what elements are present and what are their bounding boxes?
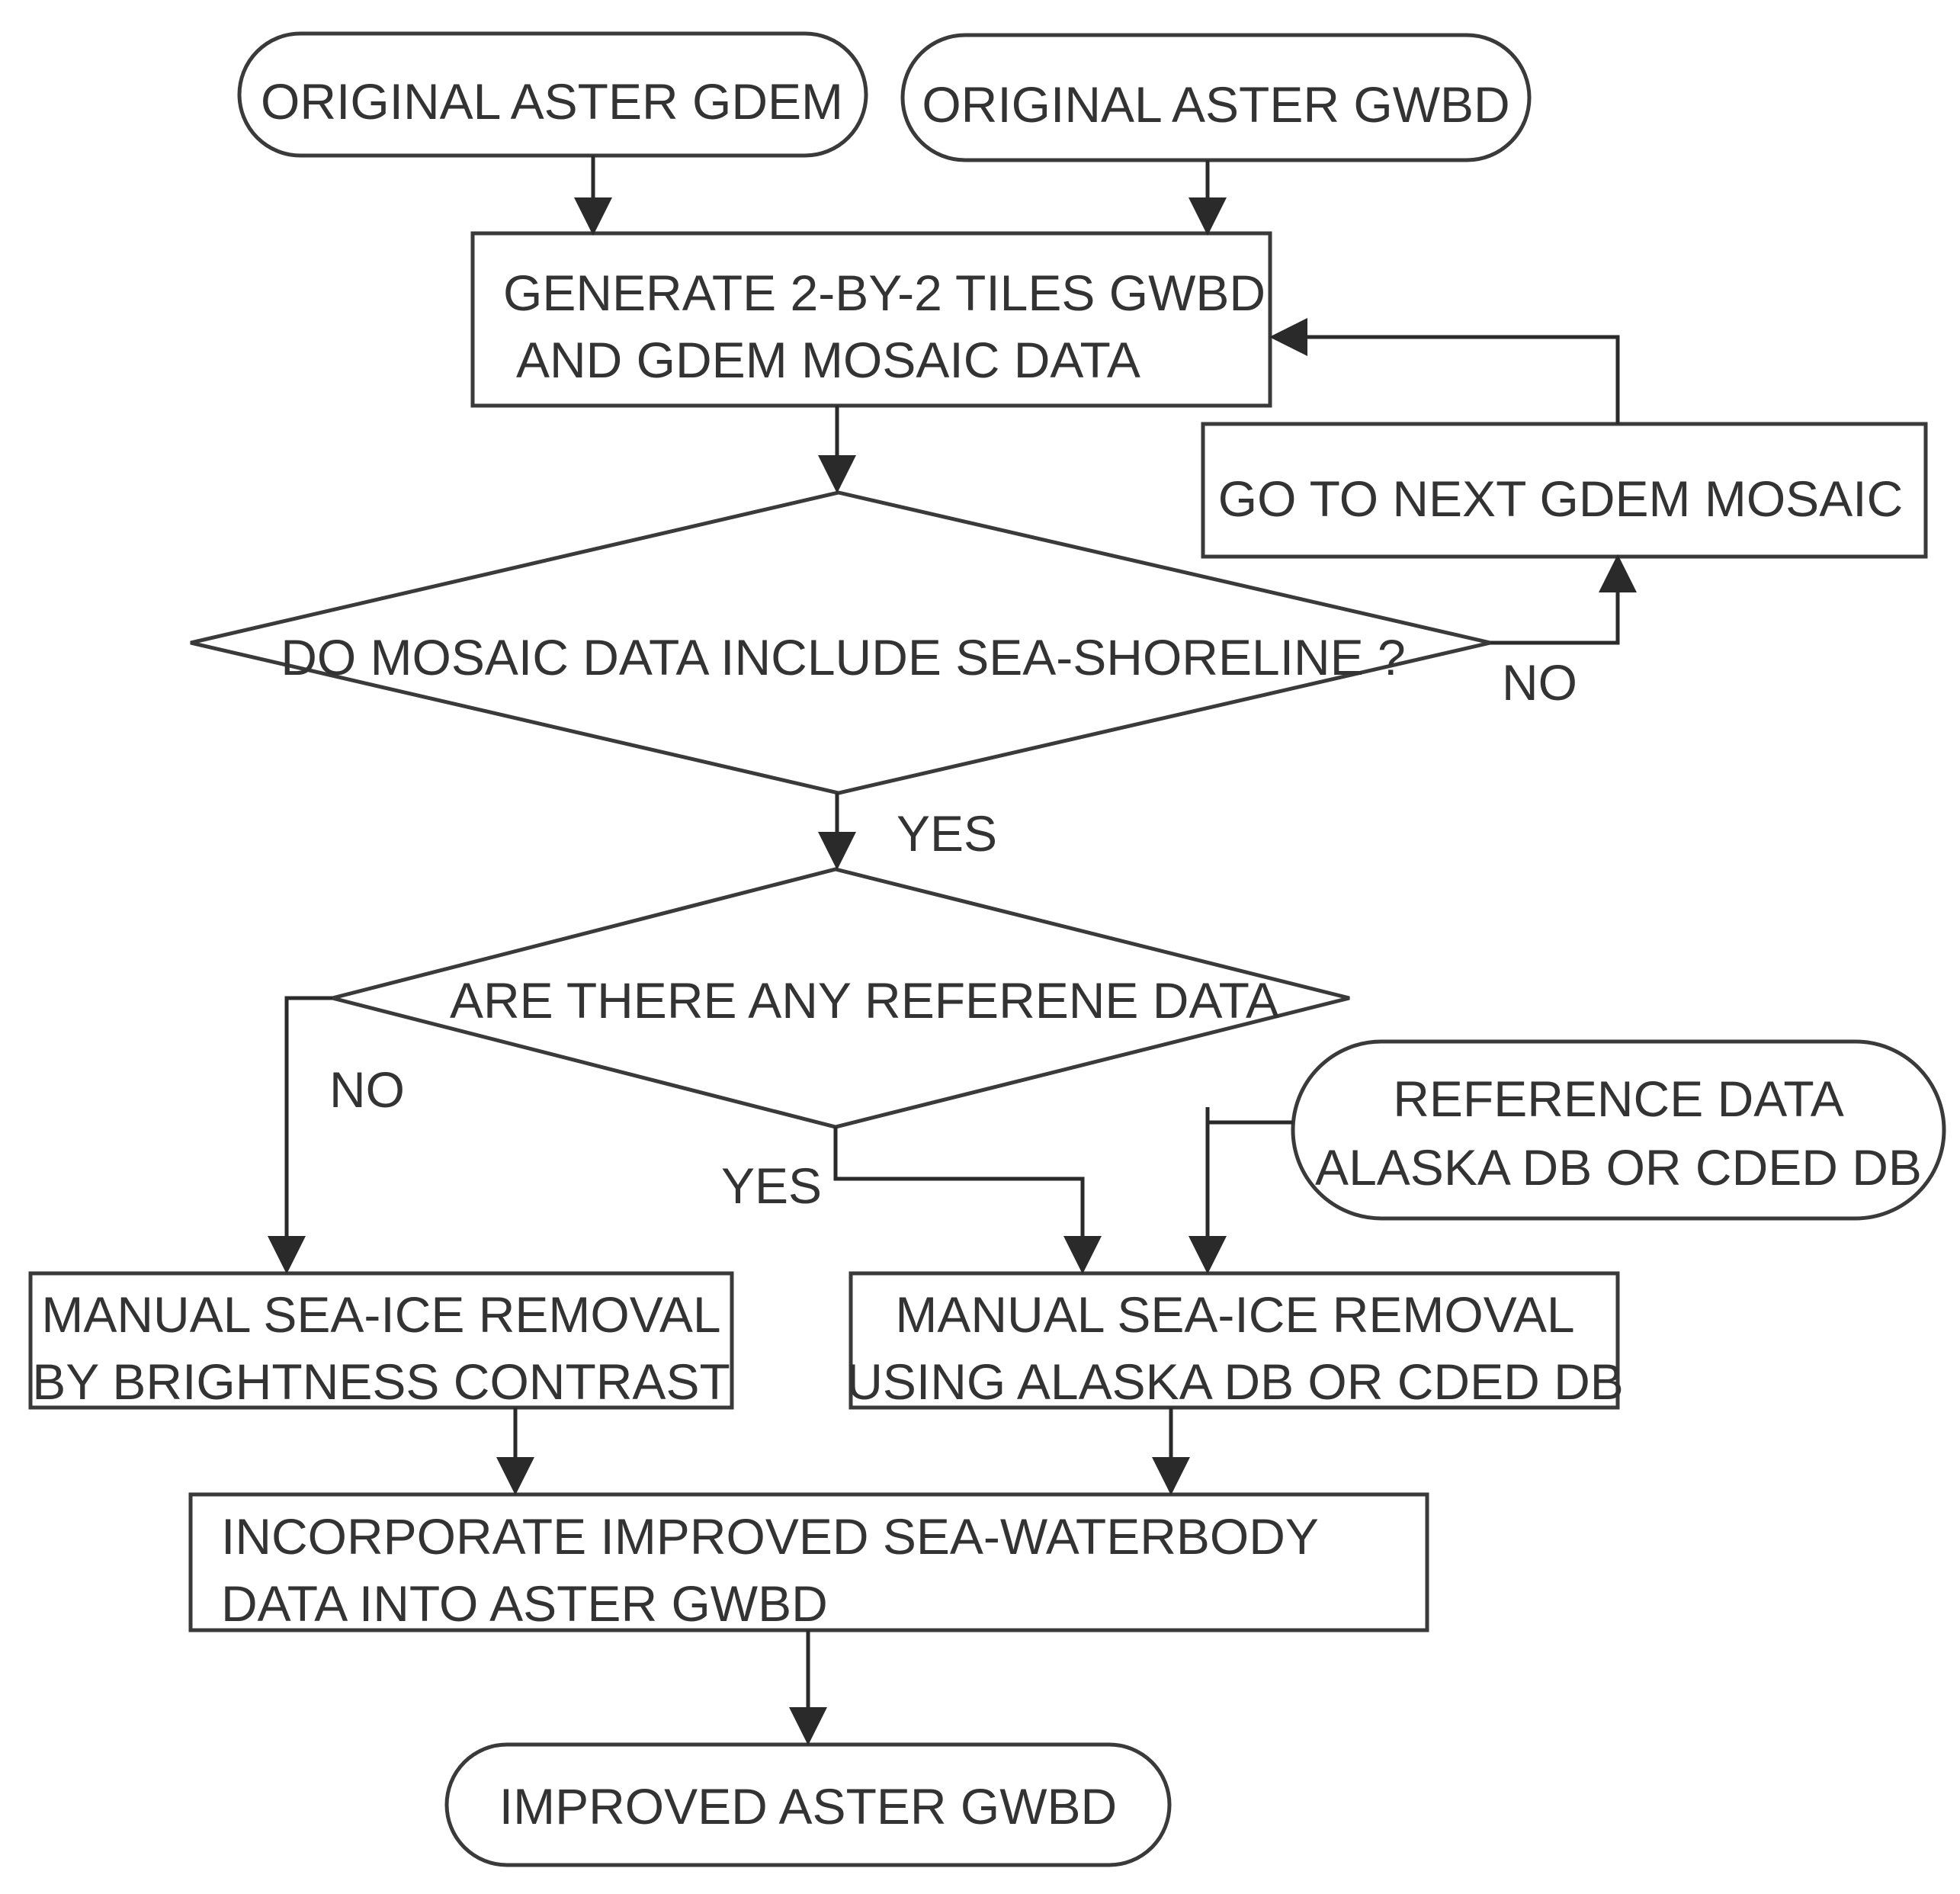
next-mosaic-box <box>1201 422 1928 559</box>
reference-data-to-manual-arrow <box>1189 1120 1293 1274</box>
next-mosaic-label: GO TO NEXT GDEM MOSAIC <box>1218 470 1903 527</box>
manual-brightness-label-line1: MANUAL SEA-ICE REMOVAL <box>41 1286 720 1343</box>
reference-yes-to-manual-arrow <box>833 1127 1102 1274</box>
gwbd-label: ORIGINAL ASTER GWBD <box>922 76 1509 133</box>
manual-brightness-box <box>28 1271 734 1410</box>
manual-reference-box <box>848 1271 1620 1410</box>
shoreline-decision-label: DO MOSAIC DATA INCLUDE SEA-SHORELINE ? <box>281 629 1406 685</box>
gdem-terminal <box>237 31 868 158</box>
reference-data-label-line2: ALASKA DB OR CDED DB <box>1315 1139 1922 1196</box>
shoreline-yes-label: YES <box>897 805 997 862</box>
manual-reference-label-line2: USING ALASKA DB OR CDED DB <box>846 1353 1624 1410</box>
incorporate-label-line2: DATA INTO ASTER GWBD <box>221 1575 828 1632</box>
gwbd-terminal <box>900 33 1532 162</box>
generate-label-line1: GENERATE 2-BY-2 TILES GWBD <box>503 265 1265 321</box>
reference-no-label: NO <box>329 1061 405 1118</box>
improved-label: IMPROVED ASTER GWBD <box>499 1778 1117 1835</box>
gdem-label: ORIGINAL ASTER GDEM <box>261 73 843 130</box>
reference-data-label-line1: REFERENCE DATA <box>1393 1071 1844 1127</box>
reference-yes-label: YES <box>721 1157 822 1214</box>
incorporate-box <box>188 1492 1429 1632</box>
shoreline-no-label: NO <box>1502 654 1577 711</box>
reference-decision-label: ARE THERE ANY REFERENE DATA <box>450 972 1279 1029</box>
reference-no-to-brightness-arrow <box>268 996 332 1274</box>
manual-brightness-label-line2: BY BRIGHTNESS CONTRAST <box>32 1353 730 1410</box>
generate-label-line2: AND GDEM MOSAIC DATA <box>516 332 1140 388</box>
manual-reference-label-line1: MANUAL SEA-ICE REMOVAL <box>895 1286 1574 1343</box>
incorporate-label-line1: INCORPORATE IMPROVED SEA-WATERBODY <box>221 1508 1319 1565</box>
next-to-generate-arrow <box>1269 318 1620 424</box>
shoreline-no-to-next-arrow <box>1490 554 1637 645</box>
generate-box <box>470 231 1272 408</box>
reference-data-terminal <box>1291 1039 1946 1221</box>
